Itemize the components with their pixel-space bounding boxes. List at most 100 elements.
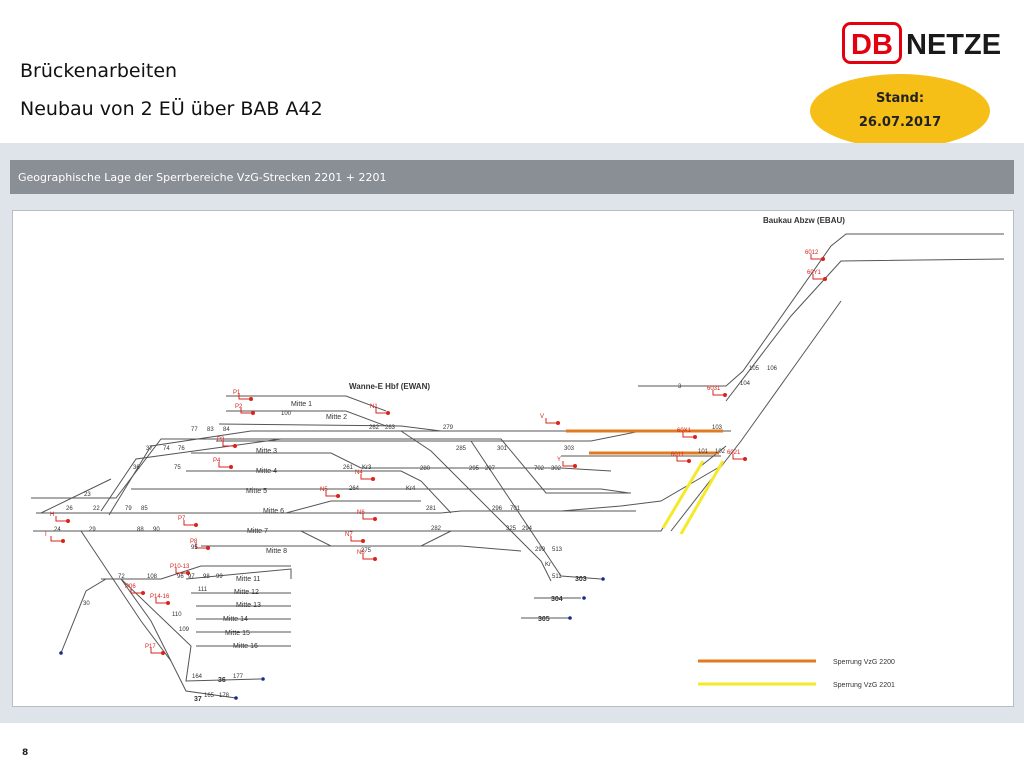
signal-bracket xyxy=(238,394,251,400)
switch-number: 110 xyxy=(172,612,182,618)
track-line xyxy=(40,478,112,514)
track-name-label: Mitte 5 xyxy=(246,488,267,495)
switch-number: 511 xyxy=(552,574,562,580)
signal-dot xyxy=(166,601,170,605)
crossing-label: Kr xyxy=(545,562,551,568)
switch-number: 24 xyxy=(54,527,61,533)
signal-label: Y xyxy=(557,457,561,463)
switch-number: 99 xyxy=(216,574,223,580)
signal-dot xyxy=(61,539,65,543)
signal-dot xyxy=(66,519,70,523)
switch-number: 513 xyxy=(552,547,563,553)
track-line xyxy=(470,440,602,580)
signal-dot xyxy=(371,477,375,481)
signal-bracket xyxy=(195,543,208,549)
signal-label: P10-13 xyxy=(170,564,190,570)
signal-label: 6031 xyxy=(707,386,721,392)
track-line xyxy=(185,568,292,580)
signal-label: P14-16 xyxy=(150,594,170,600)
track-name-label: Mitte 8 xyxy=(266,548,287,555)
station-label: Baukau Abzw (EBAU) xyxy=(763,216,845,225)
track-name-label: Mitte 2 xyxy=(326,414,347,421)
signal-bracket xyxy=(155,598,168,604)
signal-dot xyxy=(556,421,560,425)
page-subtitle: Neubau von 2 EÜ über BAB A42 xyxy=(20,98,323,120)
track-name-label: Mitte 11 xyxy=(236,576,260,583)
track-line xyxy=(191,452,612,472)
track-line xyxy=(218,423,442,432)
legend-label: Sperrung VzG 2200 xyxy=(833,659,895,666)
signal-label: N5 xyxy=(320,487,328,493)
signal-bracket xyxy=(562,461,575,467)
signal-bracket xyxy=(175,568,188,574)
track-line xyxy=(80,530,172,662)
signal-marker xyxy=(712,390,727,397)
signal-label: P1 xyxy=(233,390,241,396)
signal-dot xyxy=(573,464,577,468)
signal-label: P3 xyxy=(217,437,225,443)
signal-bracket xyxy=(222,441,235,447)
logo-db-text: DB xyxy=(851,29,893,61)
switch-number: 297 xyxy=(485,466,496,472)
signal-dot xyxy=(373,557,377,561)
page-title: Brückenarbeiten xyxy=(20,60,178,82)
switch-number: 88 xyxy=(137,527,144,533)
signal-marker xyxy=(240,408,255,415)
track-line xyxy=(201,530,452,547)
signal-label: P17 xyxy=(145,644,156,650)
siding-number: 305 xyxy=(538,616,550,623)
switch-number: 262 xyxy=(369,425,380,431)
signal-marker xyxy=(350,536,365,543)
buffer-stop xyxy=(568,616,572,620)
logo-netze-text: NETZE xyxy=(906,29,1001,61)
signal-label: P06 xyxy=(125,584,136,590)
signal-bracket xyxy=(130,588,143,594)
signal-bracket xyxy=(545,418,558,424)
switch-number: 264 xyxy=(349,486,360,492)
closure-2201-line xyxy=(661,460,705,529)
signal-bracket xyxy=(676,456,689,462)
track-line xyxy=(31,438,631,499)
signal-dot xyxy=(249,397,253,401)
signal-bracket xyxy=(712,390,725,396)
switch-number: 29 xyxy=(89,527,96,533)
signal-marker xyxy=(812,274,827,281)
signal-marker xyxy=(222,441,237,448)
track-name-label: Mitte 6 xyxy=(263,508,284,515)
track-line xyxy=(36,510,636,514)
signal-label: I xyxy=(45,532,47,538)
signal-dot xyxy=(161,651,165,655)
signal-bracket xyxy=(50,536,63,542)
signal-marker xyxy=(238,394,253,401)
switch-number: 275 xyxy=(361,548,372,554)
labels-layer: P1P2P3P4P7P8P10-13P06P14-16P17N1N4N5N6N7… xyxy=(45,216,895,703)
switch-number: 302 xyxy=(551,466,562,472)
switch-number: 294 xyxy=(522,526,533,532)
stand-label: Stand: xyxy=(875,91,925,106)
track-line xyxy=(400,430,552,582)
switch-number: 164 xyxy=(192,674,203,680)
signal-marker xyxy=(50,536,65,543)
switch-number: 22 xyxy=(93,506,100,512)
track-name-label: Mitte 15 xyxy=(225,630,250,637)
signal-dot xyxy=(194,523,198,527)
signal-bracket xyxy=(362,554,375,560)
switch-number: 301 xyxy=(497,446,508,452)
siding-number: 36 xyxy=(218,677,226,684)
track-line xyxy=(120,578,262,682)
signal-label: N8 xyxy=(357,550,365,556)
switch-number: 295 xyxy=(469,466,480,472)
siding-number: 3 xyxy=(678,384,682,390)
switch-number: 325 xyxy=(506,526,517,532)
signal-label: N6 xyxy=(357,510,365,516)
switch-number: 77 xyxy=(191,427,198,433)
signal-marker xyxy=(676,456,691,463)
switch-number: 95 xyxy=(191,545,198,551)
legend-label: Sperrung VzG 2201 xyxy=(833,682,895,689)
signal-bracket xyxy=(325,491,338,497)
track-line xyxy=(100,438,282,512)
switch-number: 36 xyxy=(133,465,140,471)
track-diagram: P1P2P3P4P7P8P10-13P06P14-16P17N1N4N5N6N7… xyxy=(31,216,1005,703)
status-badge: Stand: 26.07.2017 xyxy=(810,74,990,148)
